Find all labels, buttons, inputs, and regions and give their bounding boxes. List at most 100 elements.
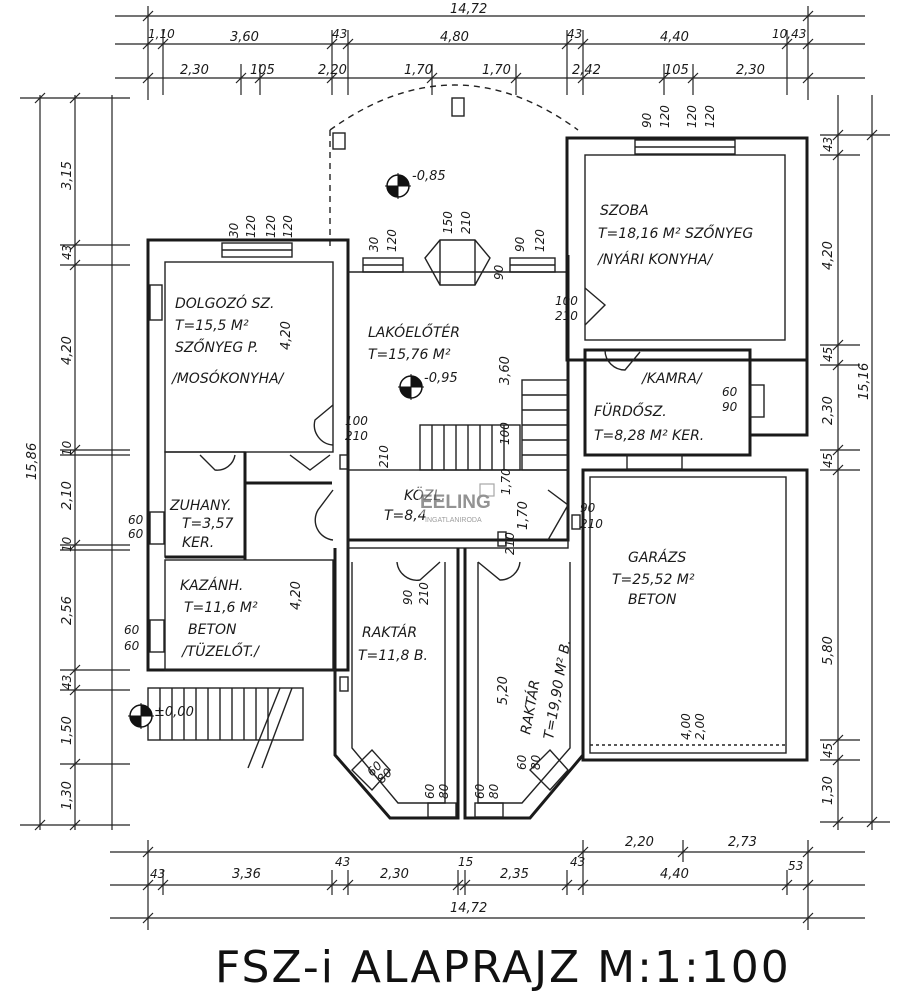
watermark-sub: INGATLANIRODA (425, 517, 482, 524)
kozl-b: 100 (498, 422, 512, 445)
d-garazs-a: 90 (580, 501, 596, 515)
top-dimension-chains: 14,72 1,10 3,60 43 4,80 43 4,40 10,43 2,… (115, 2, 865, 100)
dim-top-row2-e: 1,70 (482, 63, 511, 78)
w-raktar-b-a: 60 (423, 783, 437, 799)
room-kazan: KAZÁNH. T=11,6 M² BETON /TÜZELŐT./ (180, 577, 260, 660)
room-furdo-name: FÜRDŐSZ. (594, 402, 667, 420)
d-zuhany-a: 60 (128, 513, 144, 527)
w-szoba-a: 90 (640, 112, 654, 128)
room-dolgozo-note: /MOSÓKONYHA/ (170, 369, 285, 387)
dim-bottom-row1-b: 2,73 (728, 835, 757, 850)
w-raktar-d-b: 80 (529, 754, 543, 770)
dim-left-seg-j: 1,30 (60, 781, 75, 810)
dim-left-seg-e: 2,10 (60, 481, 75, 510)
dim-top-row2-f: 2,42 (572, 63, 601, 78)
w-dolgozo-c: 120 (264, 215, 278, 238)
left-dimension-chains: 15,86 3,15 43 4,20 10 2,10 10 2,56 43 1,… (20, 92, 130, 831)
room-kazan-floor: BETON (188, 622, 237, 638)
dim-right-total: 15,16 (857, 363, 872, 400)
room-zuhany-name: ZUHANY. (169, 498, 232, 514)
room-garazs-area: T=25,52 M² (612, 572, 695, 588)
room-garazs: GARÁZS T=25,52 M² BETON (612, 549, 695, 608)
kozl-e: 210 (377, 445, 391, 468)
dim-bottom-row1-a: 2,20 (625, 835, 654, 850)
dim-bottom-row2-c: 43 (335, 855, 350, 869)
w-raktar-c-a: 60 (473, 783, 487, 799)
room-kozl: KÖZL. T=8,4 (384, 486, 446, 524)
room-raktar2-name: RAKTÁR (517, 679, 543, 736)
dim-bottom-total: 14,72 (450, 901, 487, 916)
step-height: 1,70 (516, 501, 531, 530)
w-dolgozo-b: 120 (244, 215, 258, 238)
room-kazan-note: /TÜZELŐT./ (180, 642, 260, 660)
d-szoba-a: 100 (555, 294, 578, 308)
dim-bottom-row2-e: 15 (458, 855, 473, 869)
dim-top-row2-b: 105 (250, 63, 275, 78)
dim-bottom-row2-a: 43 (150, 867, 165, 881)
dim-right-seg-e: 45 (821, 453, 835, 468)
dim-right-seg-d: 2,30 (821, 396, 836, 425)
room-lakoter: LAKÓELŐTÉR T=15,76 M² (368, 323, 460, 363)
lako-height: 3,60 (498, 356, 513, 385)
dim-left-seg-h: 43 (60, 675, 74, 690)
room-dolgozo-floor: SZŐNYEG P. (175, 338, 259, 356)
room-kozl-area: T=8,4 (384, 508, 427, 524)
d-lako-b: 210 (345, 429, 368, 443)
d-kamra-b: 90 (722, 400, 738, 414)
d-raktar-b: 210 (417, 582, 431, 605)
kozl-d: 90 (492, 264, 506, 280)
d-kamra-a: 60 (722, 385, 738, 399)
opening-labels: 30 120 120 120 30 120 150 210 90 120 90 … (124, 105, 738, 799)
dim-right-seg-c: 45 (821, 347, 835, 362)
dim-left-total: 15,86 (25, 443, 40, 480)
kazan-height: 4,20 (289, 581, 304, 610)
right-dimension-chains: 15,16 43 4,20 45 2,30 45 5,80 45 1,30 (820, 95, 890, 830)
w-szoba-d: 120 (703, 105, 717, 128)
room-garazs-name: GARÁZS (628, 549, 686, 566)
dim-bottom-row2-b: 3,36 (232, 867, 261, 882)
dim-top-row2-a: 2,30 (180, 63, 209, 78)
room-zuhany-floor: KER. (182, 535, 214, 551)
dim-right-seg-f: 5,80 (821, 636, 836, 665)
d-raktar-a: 90 (401, 589, 415, 605)
d-szoba-b: 210 (555, 309, 578, 323)
garazs-door-a: 4,00 (679, 713, 693, 740)
dim-right-seg-a: 43 (821, 137, 835, 152)
dim-top-row2-h: 2,30 (736, 63, 765, 78)
w-raktar-c-b: 80 (487, 783, 501, 799)
level-upper-text: -0,85 (412, 169, 446, 184)
dim-top-total: 14,72 (450, 2, 487, 17)
room-szoba-area: T=18,16 M² SZŐNYEG (598, 224, 753, 242)
dim-top-row2-g: 105 (664, 63, 689, 78)
w-dolgozo-d: 120 (281, 215, 295, 238)
dim-bottom-row2-g: 43 (570, 855, 585, 869)
w-raktar-d-a: 60 (515, 754, 529, 770)
dim-left-seg-i: 1,50 (60, 716, 75, 745)
room-lakoter-name: LAKÓELŐTÉR (368, 323, 460, 341)
garazs-door-b: 2,00 (693, 713, 707, 740)
room-dolgozo-area: T=15,5 M² (175, 318, 249, 334)
room-dolgozo-name: DOLGOZÓ SZ. (175, 294, 274, 312)
kozl-c: 210 (503, 532, 517, 555)
room-zuhany: ZUHANY. T=3,57 KER. (169, 498, 234, 551)
bottom-dimension-chains: 2,20 2,73 43 3,36 43 2,30 15 2,35 43 4,4… (110, 835, 865, 930)
dim-top-row1-g: 10,43 (772, 27, 806, 41)
w-raktar-b-b: 80 (437, 783, 451, 799)
w-bay-b: 210 (459, 211, 473, 234)
dim-top-row1-a: 1,10 (148, 27, 175, 41)
plan-title: FSZ-i ALAPRAJZ M:1:100 (215, 942, 791, 993)
d-garazs-b: 210 (580, 517, 603, 531)
room-raktar1-area: T=11,8 B. (358, 648, 428, 664)
dim-top-row2-d: 1,70 (404, 63, 433, 78)
w-lako-b: 120 (385, 229, 399, 252)
dim-bottom-row2-f: 2,35 (500, 867, 529, 882)
room-kozl-name: KÖZL. (404, 486, 446, 504)
dim-top-row1-d: 4,80 (440, 30, 469, 45)
w-bay-a: 150 (441, 211, 455, 234)
dim-bottom-row2-d: 2,30 (380, 867, 409, 882)
room-furdo: FÜRDŐSZ. T=8,28 M² KER. (594, 402, 704, 444)
w-szoba-b: 120 (658, 105, 672, 128)
room-garazs-floor: BETON (628, 592, 677, 608)
room-kazan-name: KAZÁNH. (180, 577, 243, 594)
